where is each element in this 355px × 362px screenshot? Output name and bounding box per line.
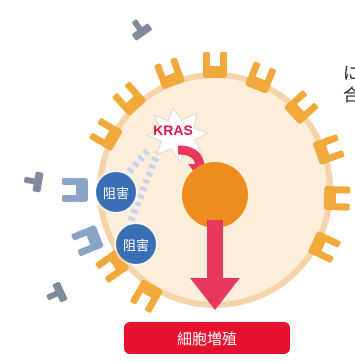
receptor xyxy=(323,185,351,211)
kras-label: KRAS xyxy=(153,122,193,138)
inhibitor-badge-lower: 阻害 xyxy=(116,224,156,264)
cell-proliferation-label: 細胞増殖 xyxy=(124,322,290,354)
ligand-group xyxy=(24,19,152,303)
ligand xyxy=(46,281,68,303)
receptor xyxy=(313,134,345,165)
ligand xyxy=(24,171,44,193)
receptor xyxy=(284,90,319,124)
blocked-receptor xyxy=(62,178,88,202)
blocked-receptor xyxy=(71,225,104,257)
edge-text-line2: 合 xyxy=(343,86,355,106)
blocked-path-lower xyxy=(124,150,162,230)
receptor xyxy=(130,279,163,313)
ligand xyxy=(132,19,152,41)
receptor xyxy=(112,81,146,116)
proliferation-arrow-shaft xyxy=(207,220,223,280)
blocked-path-upper xyxy=(121,145,153,181)
blocked-signal-paths xyxy=(121,145,162,230)
inhibitor-badge-upper: 阻害 xyxy=(96,172,136,212)
proliferation-arrowhead xyxy=(190,278,240,310)
receptor xyxy=(308,231,341,263)
receptor xyxy=(203,52,227,78)
receptor xyxy=(89,118,123,151)
receptor xyxy=(245,61,277,94)
receptor xyxy=(95,249,129,283)
blocked-receptor-group xyxy=(62,178,104,257)
edge-text-line1: に xyxy=(343,64,355,84)
nucleus xyxy=(182,162,248,228)
receptor xyxy=(154,57,185,89)
receptor-group xyxy=(89,52,351,313)
